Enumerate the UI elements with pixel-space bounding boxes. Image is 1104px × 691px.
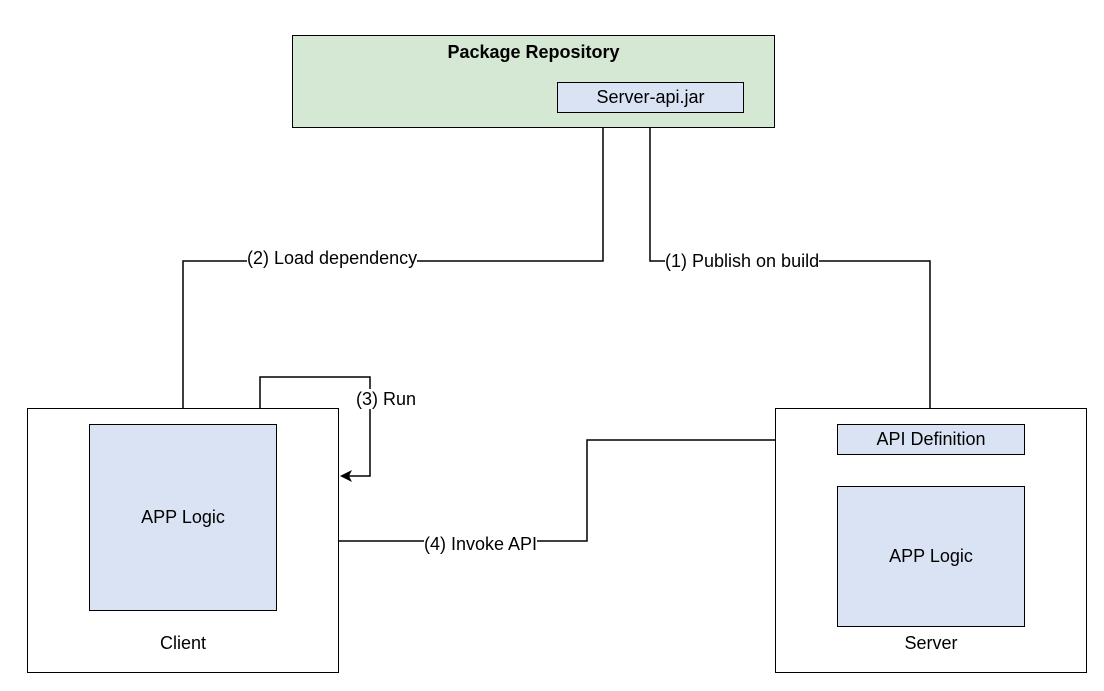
api-definition-node[interactable]: API Definition xyxy=(837,424,1025,455)
client-app-logic-label: APP Logic xyxy=(141,507,225,527)
load-dependency-label: (2) Load dependency xyxy=(247,248,418,268)
server-app-logic-node[interactable]: APP Logic xyxy=(837,486,1025,627)
api-definition-label: API Definition xyxy=(876,429,986,449)
client-label: Client xyxy=(159,633,207,653)
package-repository-title: Package Repository xyxy=(447,42,620,62)
server-label: Server xyxy=(904,633,958,653)
server-api-jar-node[interactable]: Server-api.jar xyxy=(557,82,744,113)
invoke-api-connector xyxy=(339,434,836,542)
run-label: (3) Run xyxy=(356,389,417,409)
server-api-jar-label: Server-api.jar xyxy=(596,87,705,107)
run-connector xyxy=(259,376,371,482)
server-app-logic-label: APP Logic xyxy=(889,546,973,566)
invoke-api-label: (4) Invoke API xyxy=(424,534,538,554)
client-app-logic-node[interactable]: APP Logic xyxy=(89,424,277,611)
publish-on-build-label: (1) Publish on build xyxy=(665,251,820,271)
